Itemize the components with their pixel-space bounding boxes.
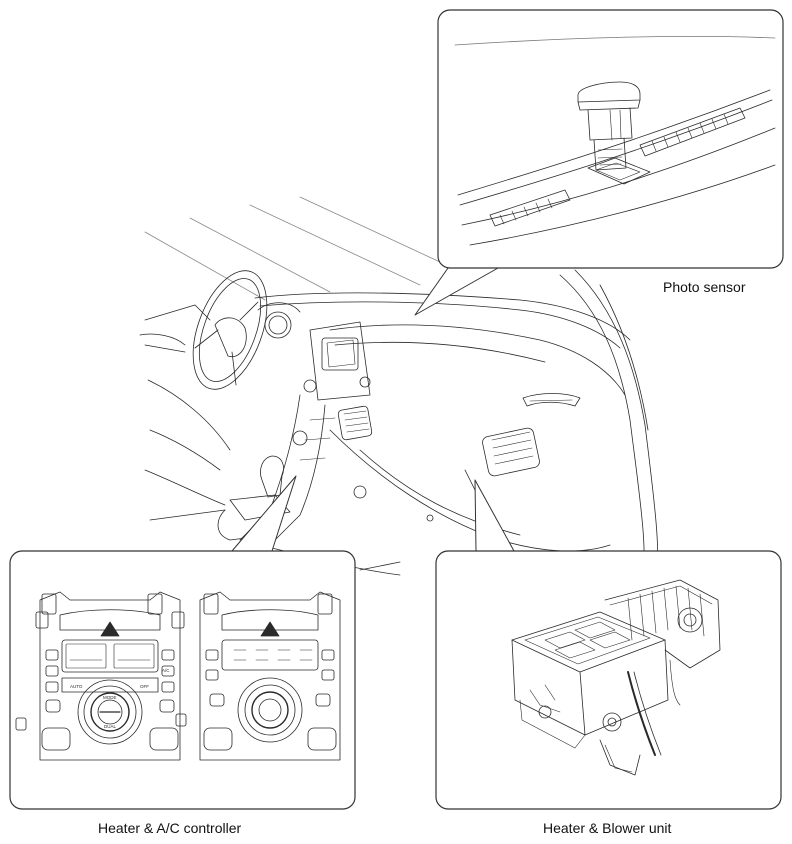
blower-callout	[435, 550, 782, 810]
controller-labels: AUTO OFF MODE DUAL A/C	[70, 668, 170, 729]
controller-right	[199, 591, 341, 761]
blower-unit-drawing	[511, 579, 721, 776]
controller-caption: Heater & A/C controller	[98, 820, 242, 836]
off-label: OFF	[140, 684, 149, 689]
photo-sensor-caption: Photo sensor	[663, 279, 746, 295]
callout-pointers	[231, 267, 515, 552]
blower-unit-caption: Heater & Blower unit	[543, 820, 672, 836]
mode-label: MODE	[103, 695, 117, 700]
dual-label: DUAL	[104, 724, 117, 729]
auto-label: AUTO	[70, 684, 83, 689]
photo-sensor-callout	[437, 9, 784, 269]
controller-left	[15, 591, 187, 761]
controller-callout	[9, 550, 356, 810]
ac-label: A/C	[162, 668, 170, 673]
